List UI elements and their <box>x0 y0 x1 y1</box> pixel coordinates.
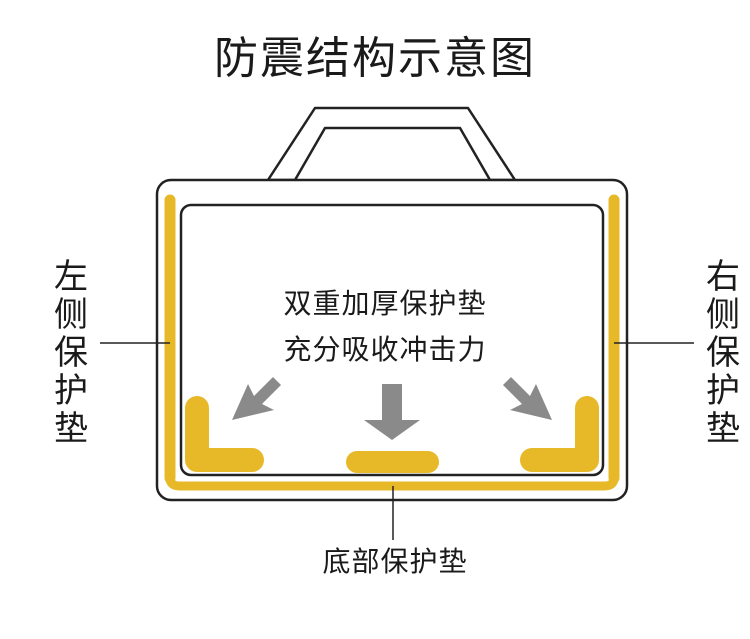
left-pad-label-char: 保 <box>54 333 88 373</box>
right-pad-label-char: 右 <box>706 257 740 297</box>
left-pad-label-char: 左 <box>54 257 88 297</box>
left-pad-label-char: 护 <box>54 371 88 411</box>
right-pad-label-char: 护 <box>706 371 740 411</box>
left-corner-pad <box>185 396 264 472</box>
right-pad-label-char: 侧 <box>706 295 740 335</box>
diagram-title: 防震结构示意图 <box>214 33 536 84</box>
right-pad-label-char: 垫 <box>706 409 740 449</box>
right-pad-label-char: 保 <box>706 333 740 373</box>
arrow-down-left-icon <box>232 377 281 420</box>
bag-handle <box>266 106 517 182</box>
bottom-pad-label: 底部保护垫 <box>322 545 468 578</box>
left-pad-label-char: 垫 <box>54 409 88 449</box>
left-pad-label: 左侧保护垫 <box>46 258 96 448</box>
bottom-outer-pad <box>165 473 619 491</box>
center-text-line-2: 充分吸收冲击力 <box>283 333 487 366</box>
right-pad-label: 右侧保护垫 <box>698 258 748 448</box>
center-text-line-1: 双重加厚保护垫 <box>283 287 487 320</box>
arrow-down-icon <box>364 384 420 440</box>
arrow-down-right-icon <box>503 377 552 420</box>
left-pad-label-char: 侧 <box>54 295 88 335</box>
bag-inner-compartment <box>179 203 605 477</box>
right-corner-pad <box>520 396 599 472</box>
